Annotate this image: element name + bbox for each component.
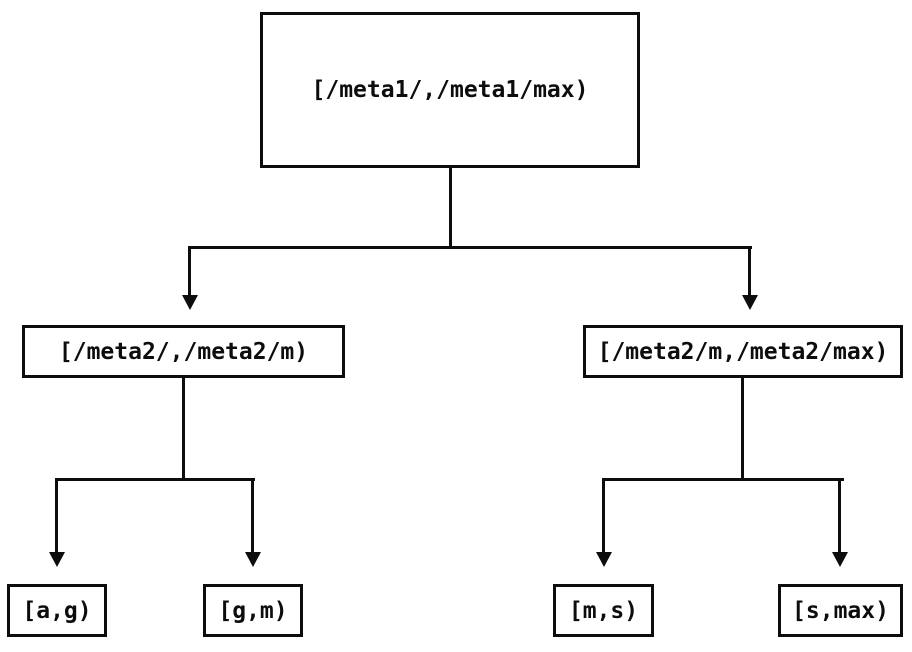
arrowhead-to-leaf-smax (832, 552, 848, 567)
arrowhead-to-right-node (742, 295, 758, 310)
node-meta2-right: [/meta2/m,/meta2/max) (583, 325, 903, 378)
leaf-node-gm-label: [g,m) (218, 597, 288, 624)
edge-to-leaf-gm (251, 478, 254, 552)
edge-left-subtree-bar (55, 478, 255, 481)
edge-to-leaf-smax (838, 478, 841, 552)
node-root-label: [/meta1/,/meta1/max) (311, 77, 589, 103)
edge-left-node-stem (182, 378, 185, 481)
node-meta2-left: [/meta2/,/meta2/m) (22, 325, 345, 378)
edge-right-node-stem (741, 378, 744, 481)
edge-root-stem (449, 167, 452, 247)
arrowhead-to-leaf-gm (245, 552, 261, 567)
edge-right-subtree-bar (602, 478, 844, 481)
leaf-node-gm: [g,m) (203, 584, 303, 637)
edge-level1-bar (188, 246, 752, 249)
leaf-node-ag: [a,g) (7, 584, 107, 637)
arrowhead-to-left-node (182, 295, 198, 310)
edge-to-left-node (188, 246, 191, 295)
arrowhead-to-leaf-ms (596, 552, 612, 567)
leaf-node-ms-label: [m,s) (568, 597, 639, 624)
edge-to-leaf-ms (602, 478, 605, 552)
edge-to-right-node (748, 246, 751, 295)
node-root: [/meta1/,/meta1/max) (260, 12, 640, 168)
edge-to-leaf-ag (55, 478, 58, 552)
leaf-node-smax: [s,max) (778, 584, 903, 637)
node-meta2-left-label: [/meta2/,/meta2/m) (58, 338, 309, 365)
leaf-node-ag-label: [a,g) (22, 597, 92, 624)
node-meta2-right-label: [/meta2/m,/meta2/max) (597, 338, 889, 365)
arrowhead-to-leaf-ag (49, 552, 65, 567)
leaf-node-ms: [m,s) (553, 584, 654, 637)
leaf-node-smax-label: [s,max) (792, 597, 889, 624)
